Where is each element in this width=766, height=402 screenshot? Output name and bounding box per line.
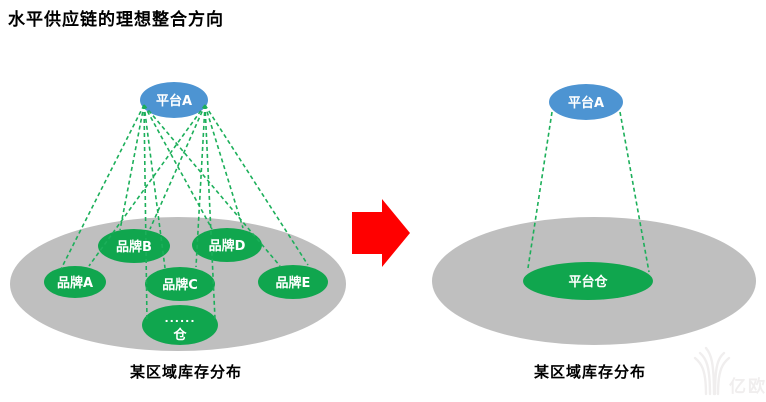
connector-r-to-brand-c [195, 104, 206, 268]
connector-r-to-brand-a [88, 104, 206, 267]
right-arrow-icon [352, 199, 410, 267]
left-caption: 某区域库存分布 [130, 363, 242, 381]
brand-e-label: 品牌E [276, 275, 311, 291]
right-platform-label: 平台A [568, 95, 604, 111]
connector-l-to-warehouse [143, 104, 148, 323]
yiou-y-icon [693, 346, 731, 396]
brand-b-label: 品牌B [116, 239, 152, 255]
warehouse-ellipse [142, 305, 218, 345]
connector-platform-to-warehouse-left [527, 111, 553, 269]
left-platform-label: 平台A [156, 93, 192, 109]
brand-a-label: 品牌A [57, 275, 93, 291]
right-panel: 平台A 平台仓 某区域库存分布 [432, 84, 756, 381]
connector-r-to-brand-b [149, 104, 206, 230]
brand-d-label: 品牌D [209, 238, 246, 254]
connector-l-to-brand-b [119, 104, 145, 231]
brand-e-ellipse [258, 265, 328, 299]
connector-l-to-brand-d [143, 104, 213, 230]
left-panel: 平台A 品牌A 品牌B 品牌C 品牌D 品牌E ...... 仓 某区域库存分布 [10, 82, 346, 381]
warehouse-dots-label: ...... [164, 312, 195, 325]
brand-c-ellipse [145, 267, 215, 301]
brand-c-label: 品牌C [162, 277, 198, 293]
connector-platform-to-warehouse-right [619, 111, 650, 273]
connector-l-to-brand-a [60, 104, 145, 270]
connector-r-to-brand-e [204, 104, 309, 266]
connector-r-to-brand-d [204, 104, 244, 229]
platform-warehouse-ellipse [523, 262, 653, 300]
brand-d-ellipse [192, 228, 262, 262]
brand-b-ellipse [98, 229, 170, 263]
page-title: 水平供应链的理想整合方向 [8, 9, 224, 30]
platform-warehouse-label: 平台仓 [568, 274, 608, 290]
connector-r-to-warehouse [204, 104, 216, 320]
brand-a-ellipse [44, 266, 106, 298]
watermark-brand-text: 亿欧 [729, 376, 766, 397]
warehouse-label: 仓 [172, 327, 187, 343]
right-platform-ellipse [549, 84, 623, 120]
connector-l-to-brand-c [143, 104, 166, 269]
connector-l-to-brand-e [143, 104, 281, 267]
watermark-logo: 亿欧 [693, 346, 766, 397]
right-caption: 某区域库存分布 [534, 363, 646, 381]
left-platform-ellipse [140, 82, 208, 118]
